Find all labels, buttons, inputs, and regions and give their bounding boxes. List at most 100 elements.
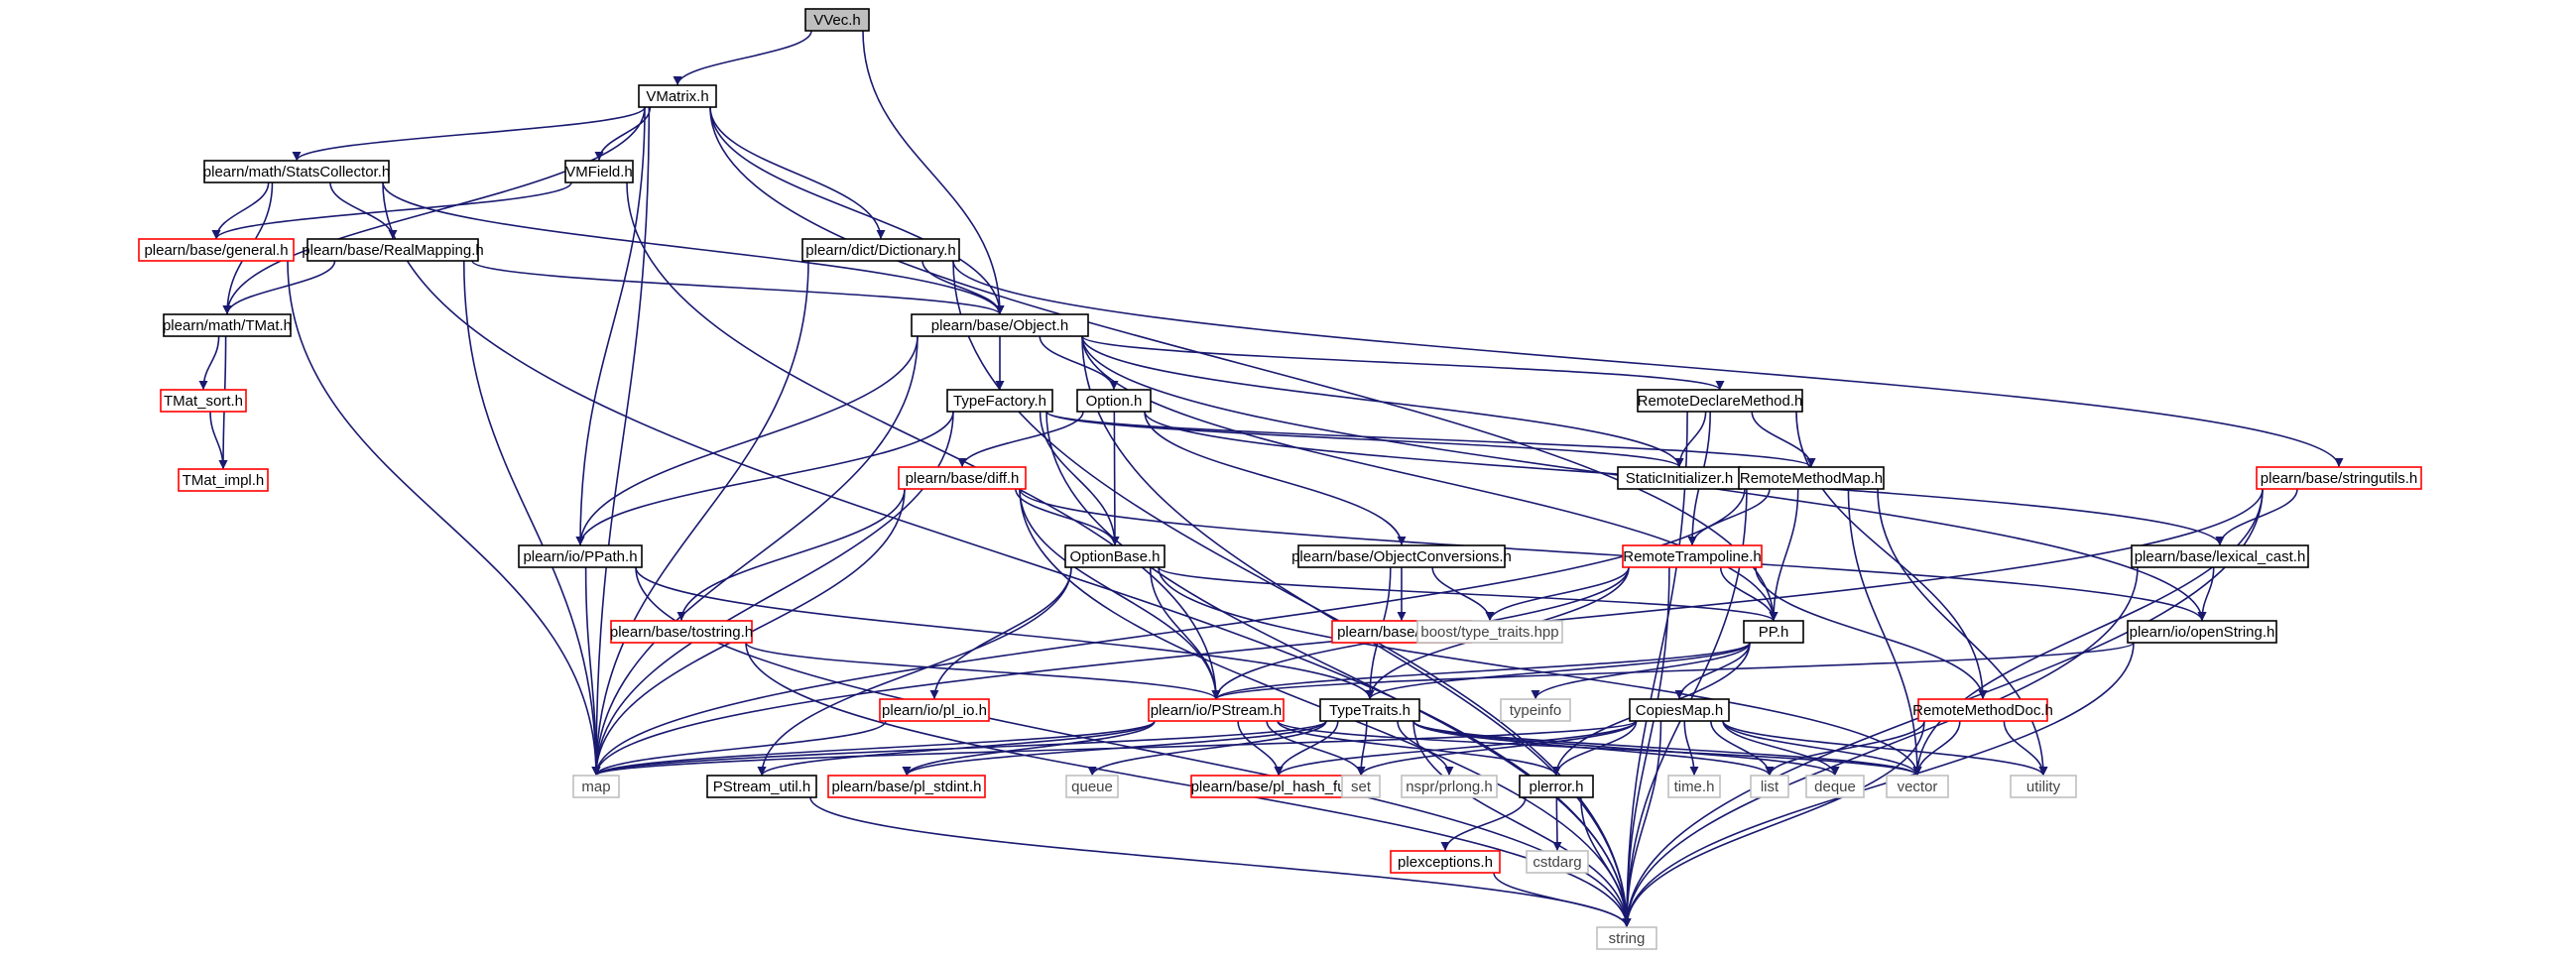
edge-diff-to-tostring xyxy=(676,488,906,622)
node-ppath[interactable]: plearn/io/PPath.h xyxy=(518,544,643,568)
node-staticinit[interactable]: StaticInitializer.h xyxy=(1617,466,1742,490)
edge-remotemethodmap-to-vector xyxy=(1847,488,1922,777)
node-typefactory[interactable]: TypeFactory.h xyxy=(946,389,1053,413)
node-label: deque xyxy=(1814,779,1856,795)
node-box xyxy=(638,84,717,108)
node-statscollector[interactable]: plearn/math/StatsCollector.h xyxy=(203,160,390,183)
edge-plerror-to-plexceptions xyxy=(1440,796,1527,852)
node-tostring[interactable]: plearn/base/tostring.h xyxy=(610,620,753,644)
node-plio[interactable]: plearn/io/pl_io.h xyxy=(879,698,990,722)
node-label: RemoteMethodDoc.h xyxy=(1912,702,2053,719)
node-box xyxy=(1917,698,2048,722)
node-openstring[interactable]: plearn/io/openString.h xyxy=(2127,620,2277,644)
edge-pstream-to-plerror xyxy=(1277,720,1561,777)
edge-openstring-to-pstream xyxy=(1211,642,2135,700)
node-label: plearn/base/diff.h xyxy=(906,470,1020,487)
node-label: PP.h xyxy=(1759,624,1789,641)
edge-pp-to-typeinfo xyxy=(1531,642,1751,700)
node-set: set xyxy=(1341,775,1381,798)
edge-remotemethodmap-to-map xyxy=(591,488,1746,777)
node-label: typeinfo xyxy=(1510,702,1562,719)
node-box xyxy=(1750,775,1789,798)
node-box xyxy=(827,775,986,798)
node-lexicalcast[interactable]: plearn/base/lexical_cast.h xyxy=(2131,544,2309,568)
node-box xyxy=(1622,544,1763,568)
node-typetraits[interactable]: TypeTraits.h xyxy=(1319,698,1420,722)
node-box xyxy=(1519,775,1594,798)
edge-copiesmap-to-plerror xyxy=(1551,720,1638,777)
node-dictionary[interactable]: plearn/dict/Dictionary.h xyxy=(801,238,960,262)
dependency-edges xyxy=(198,30,2344,928)
node-stringutils[interactable]: plearn/base/stringutils.h xyxy=(2256,466,2422,490)
edge-plerror-to-cstdarg xyxy=(1552,796,1562,852)
node-label: plearn/base/pl_hash_fun.h xyxy=(1191,779,1367,795)
node-label: boost/type_traits.hpp xyxy=(1420,624,1558,641)
edge-lexicalcast-to-string xyxy=(1622,566,2139,928)
edge-dictionary-to-stringutils xyxy=(952,260,2344,468)
node-pstream[interactable]: plearn/io/PStream.h xyxy=(1148,698,1285,722)
edge-object-to-pp xyxy=(1081,335,1779,622)
node-plexceptions[interactable]: plexceptions.h xyxy=(1390,850,1501,874)
edge-vmfield-to-general xyxy=(211,181,572,240)
node-plstdint[interactable]: plearn/base/pl_stdint.h xyxy=(827,775,986,798)
edge-object-to-remotedeclare xyxy=(1081,335,1725,391)
node-box xyxy=(804,8,870,32)
node-option[interactable]: Option.h xyxy=(1076,389,1152,413)
edge-plerror-to-string xyxy=(1580,796,1632,928)
node-label: RemoteTrampoline.h xyxy=(1623,548,1762,565)
node-box xyxy=(610,620,753,644)
node-label: CopiesMap.h xyxy=(1636,702,1723,719)
node-optionbase[interactable]: OptionBase.h xyxy=(1064,544,1165,568)
edge-remotemethoddoc-to-string xyxy=(1622,720,1925,928)
node-box xyxy=(879,698,990,722)
node-label: VMatrix.h xyxy=(646,88,708,105)
node-box xyxy=(1637,389,1803,413)
edge-vmfield-to-pstream xyxy=(626,181,1221,700)
edge-vmatrix-to-dictionary xyxy=(709,106,886,240)
node-tmatsort[interactable]: TMat_sort.h xyxy=(160,389,247,413)
node-box xyxy=(946,389,1053,413)
node-vmfield[interactable]: VMField.h xyxy=(564,160,634,183)
node-label: plerror.h xyxy=(1529,779,1583,795)
node-list: list xyxy=(1750,775,1789,798)
node-plhashfun[interactable]: plearn/base/pl_hash_fun.h xyxy=(1190,775,1367,798)
node-objconv[interactable]: plearn/base/ObjectConversions.h xyxy=(1291,544,1512,568)
node-label: plearn/base/tostring.h xyxy=(610,624,753,641)
edge-typetraits-to-set xyxy=(1356,720,1368,777)
node-plerror[interactable]: plerror.h xyxy=(1519,775,1594,798)
node-object[interactable]: plearn/base/Object.h xyxy=(911,313,1089,337)
node-vvec[interactable]: VVec.h xyxy=(804,8,870,32)
node-label: TypeTraits.h xyxy=(1329,702,1411,719)
edge-pp-to-copiesmap xyxy=(1674,642,1751,700)
edge-object-to-map xyxy=(591,335,919,777)
edge-pstream-to-plhashfun xyxy=(1237,720,1284,777)
edge-realmapping-to-tmat xyxy=(222,260,336,315)
node-pstreamutil[interactable]: PStream_util.h xyxy=(706,775,817,798)
node-tmat[interactable]: plearn/math/TMat.h xyxy=(163,313,292,337)
node-realmapping[interactable]: plearn/base/RealMapping.h xyxy=(302,238,484,262)
edge-typetraits-to-queue xyxy=(1087,720,1327,777)
node-tmatimpl[interactable]: TMat_impl.h xyxy=(178,468,269,492)
edge-typetraits-to-vector xyxy=(1412,720,1922,777)
node-vmatrix[interactable]: VMatrix.h xyxy=(638,84,717,108)
node-remotedeclare[interactable]: RemoteDeclareMethod.h xyxy=(1637,389,1803,413)
node-remotemethoddoc[interactable]: RemoteMethodDoc.h xyxy=(1912,698,2053,722)
node-remotetramp[interactable]: RemoteTrampoline.h xyxy=(1622,544,1763,568)
node-remotemethodmap[interactable]: RemoteMethodMap.h xyxy=(1738,466,1885,490)
edge-lexicalcast-to-openstring xyxy=(2197,566,2215,622)
edge-vmatrix-to-ppath xyxy=(575,106,646,546)
node-label: VMField.h xyxy=(565,164,633,180)
node-copiesmap[interactable]: CopiesMap.h xyxy=(1629,698,1730,722)
node-box xyxy=(898,466,1027,490)
node-label: plearn/io/pl_io.h xyxy=(882,702,987,719)
node-label: OptionBase.h xyxy=(1070,548,1161,565)
node-box xyxy=(1064,544,1165,568)
node-diff[interactable]: plearn/base/diff.h xyxy=(898,466,1027,490)
edge-typefactory-to-remotemethodmap xyxy=(1045,411,1816,468)
node-pp[interactable]: PP.h xyxy=(1743,620,1804,644)
node-general[interactable]: plearn/base/general.h xyxy=(138,238,295,262)
edge-tmat-to-tmatsort xyxy=(198,335,220,391)
node-label: list xyxy=(1761,779,1779,795)
node-label: plearn/base/lexical_cast.h xyxy=(2135,548,2306,565)
